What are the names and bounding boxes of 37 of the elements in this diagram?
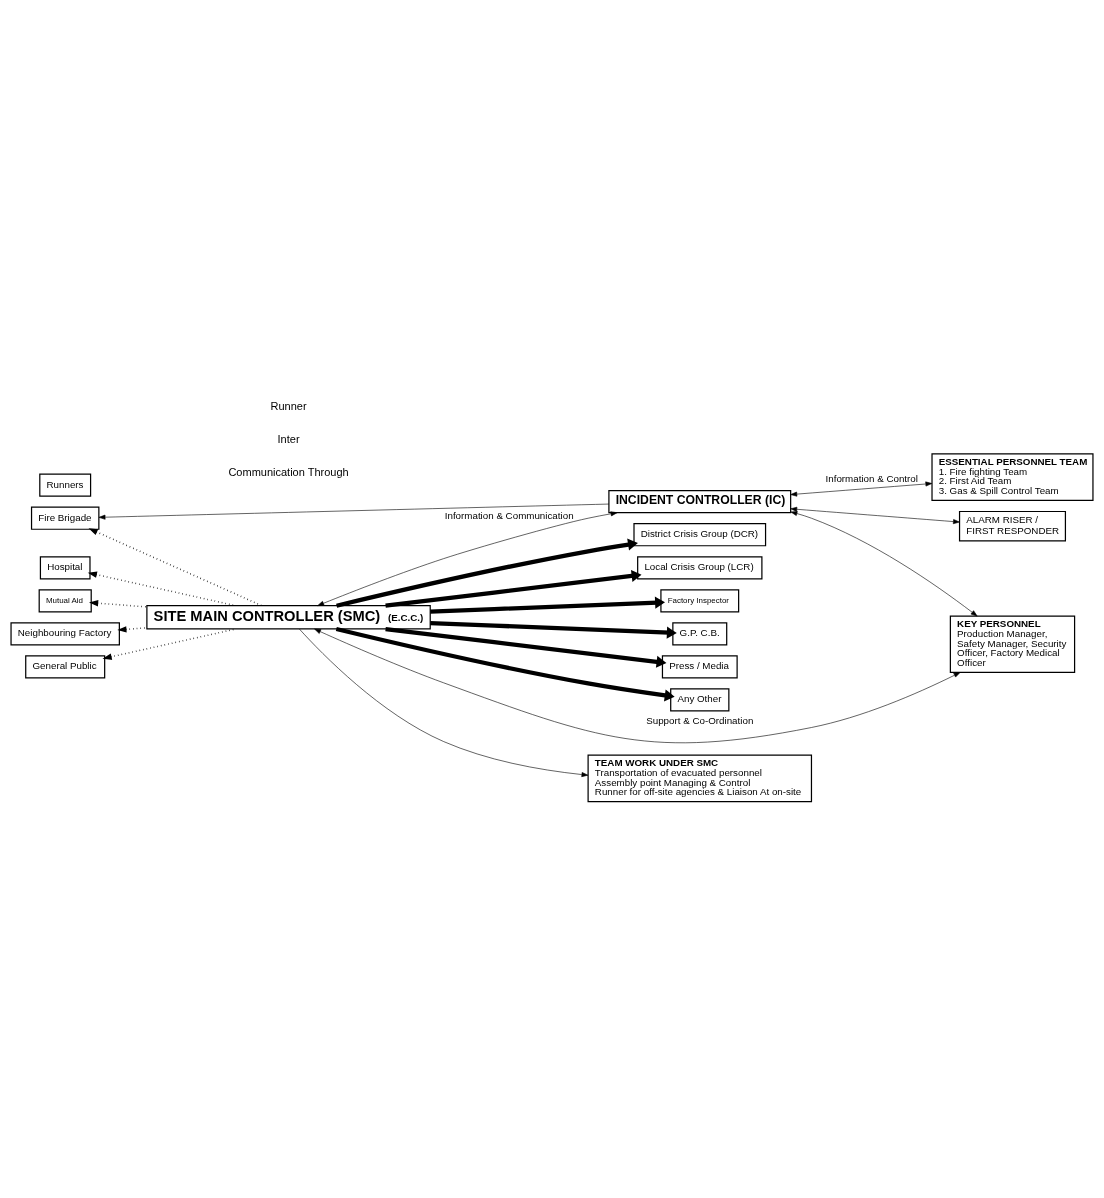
node-box: TEAM WORK UNDER SMC Transportation of evacuated personnel Assembly point Managing & Control Runner for off-site agencies & Liaison At on-site	[587, 754, 813, 803]
arrow	[98, 503, 610, 520]
arrow	[430, 620, 677, 639]
node-box: G.P. C.B.	[672, 622, 728, 646]
arrow	[385, 626, 667, 668]
arrow	[117, 626, 148, 633]
arrow	[88, 600, 148, 608]
edge-label: Support & Co-Ordination	[646, 715, 754, 727]
node-box: Neighbouring Factory	[10, 622, 120, 646]
arrow	[299, 628, 589, 777]
arrow	[430, 596, 665, 614]
node-box: KEY PERSONNEL Production Manager, Safety Manager, Security Officer, Factory Medical Officer	[949, 615, 1076, 674]
node-box: Hospital	[39, 556, 91, 580]
arrow	[314, 628, 961, 744]
node-box: ESSENTIAL PERSONNEL TEAM 1. Fire fighting Team 2. First Aid Team 3. Gas & Spill Control Team	[931, 453, 1094, 502]
node-box: Press / Media	[661, 655, 738, 679]
arrow	[335, 626, 675, 702]
label: Inter	[277, 433, 300, 446]
label: Communication Through	[228, 466, 349, 479]
node-box: Runners	[39, 473, 92, 497]
arrow	[385, 569, 642, 608]
arrow	[336, 538, 638, 608]
node-box: Any Other	[670, 688, 730, 712]
label: Runner	[270, 400, 307, 413]
node-box: District Crisis Group (DCR)	[633, 523, 767, 547]
edge-label: Information & Communication	[444, 509, 574, 521]
node-box: Fire Brigade	[30, 506, 100, 530]
arrow	[790, 511, 978, 617]
arrow	[790, 506, 960, 525]
arrow	[317, 511, 618, 606]
node-box: Local Crisis Group (LCR)	[637, 556, 763, 580]
node-box: INCIDENT CONTROLLER (IC)	[608, 490, 792, 514]
node-box: General Public	[25, 655, 106, 679]
node-box: ALARM RISER / FIRST RESPONDER	[958, 510, 1067, 542]
edge-label: Information & Control	[825, 473, 918, 484]
node-box: SITE MAIN CONTROLLER (SMC) (E.C.C.)	[146, 605, 431, 630]
arrow	[790, 481, 933, 497]
